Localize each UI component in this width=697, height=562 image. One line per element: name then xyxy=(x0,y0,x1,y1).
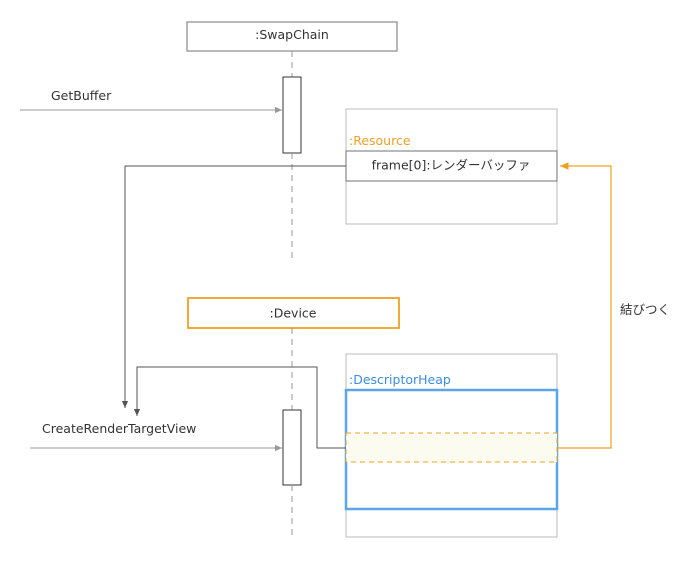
swapchain-label: :SwapChain xyxy=(255,27,329,42)
swapchain-activation-bar xyxy=(282,76,302,154)
create-rtv-label: CreateRenderTargetView xyxy=(42,421,196,436)
resource-return-arrow xyxy=(121,165,346,408)
device-box xyxy=(187,297,400,329)
resource-label: :Resource xyxy=(349,133,411,148)
binding-arrow xyxy=(557,162,612,449)
descriptor-heap-label: :DescriptorHeap xyxy=(349,372,451,387)
device-label: :Device xyxy=(270,306,317,321)
descriptor-return-arrow xyxy=(133,366,346,449)
swapchain-box xyxy=(186,21,398,52)
device-activation-bar xyxy=(282,409,302,486)
resource-field: frame[0]:レンダーバッファ xyxy=(372,158,531,173)
binding-label: 結びつく xyxy=(620,302,670,317)
getbuffer-label: GetBuffer xyxy=(51,88,112,103)
descriptor-slot xyxy=(345,432,558,463)
